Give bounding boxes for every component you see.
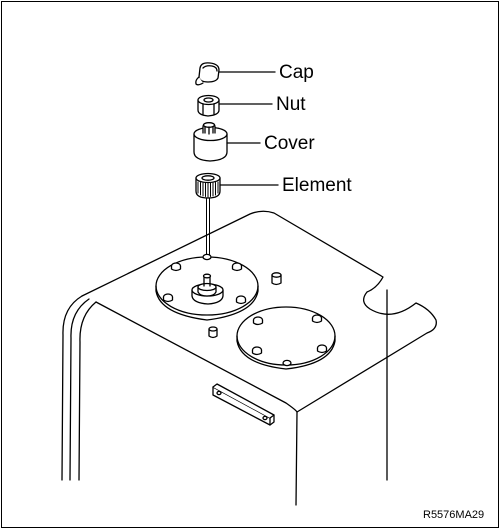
bolts-left	[162, 253, 247, 305]
filter-stem	[191, 273, 224, 305]
small-port	[208, 326, 218, 339]
cover-label: Cover	[264, 133, 315, 154]
cap-part	[195, 62, 276, 86]
top-port	[271, 272, 282, 286]
element-part	[195, 172, 279, 273]
cap-label: Cap	[279, 62, 314, 83]
sight-gauge	[212, 383, 275, 426]
cover-part	[193, 122, 261, 162]
nut-label: Nut	[276, 94, 306, 115]
nut-part	[197, 94, 273, 117]
element-label: Element	[282, 175, 352, 196]
figure-id: R5576MA29	[423, 509, 485, 521]
bolts-right	[251, 314, 328, 367]
hydraulic-tank	[61, 210, 437, 506]
